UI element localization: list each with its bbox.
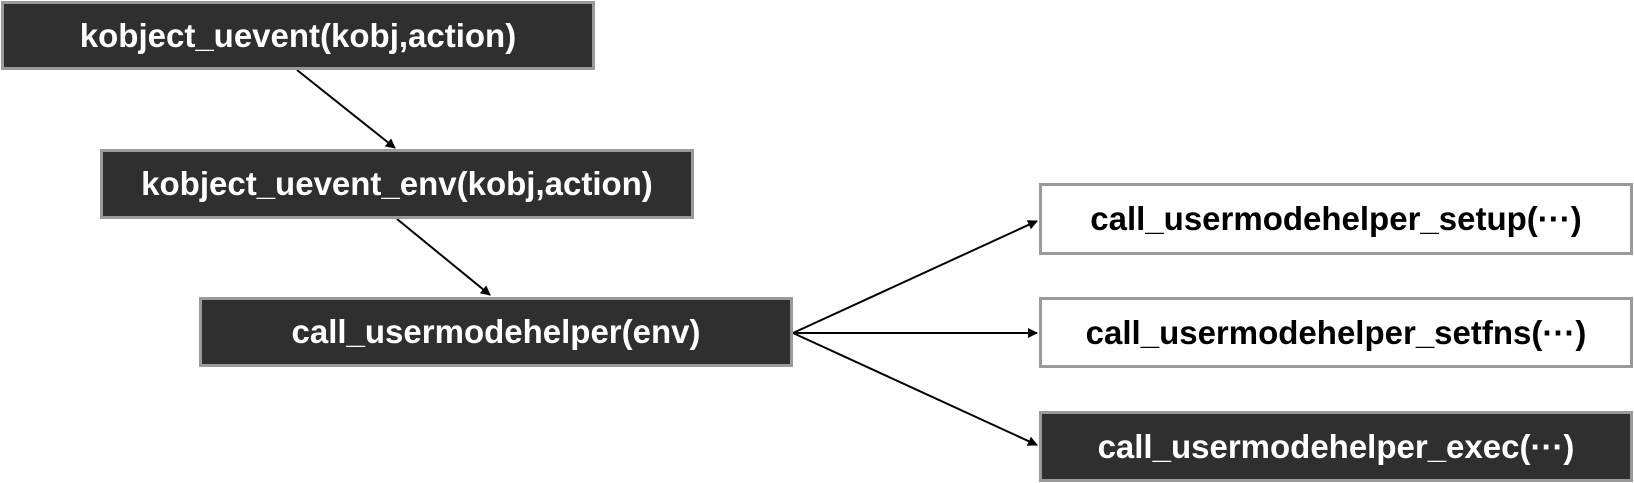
node-call-usermodehelper-setfns: call_usermodehelper_setfns(···) [1039, 297, 1633, 368]
node-call-usermodehelper-exec: call_usermodehelper_exec(···) [1039, 411, 1633, 482]
node-kobject-uevent: kobject_uevent(kobj,action) [1, 1, 595, 70]
node-call-usermodehelper-setup: call_usermodehelper_setup(···) [1039, 183, 1633, 255]
node-call-usermodehelper: call_usermodehelper(env) [199, 297, 793, 367]
node-kobject-uevent-env: kobject_uevent_env(kobj,action) [100, 149, 694, 219]
arrow-usermodehelper-to-exec [792, 332, 1038, 446]
arrow-usermodehelper-to-setup [792, 220, 1038, 334]
arrow-uevent-to-uevent-env [296, 69, 396, 149]
arrow-uevent-env-to-usermodehelper [396, 218, 491, 296]
